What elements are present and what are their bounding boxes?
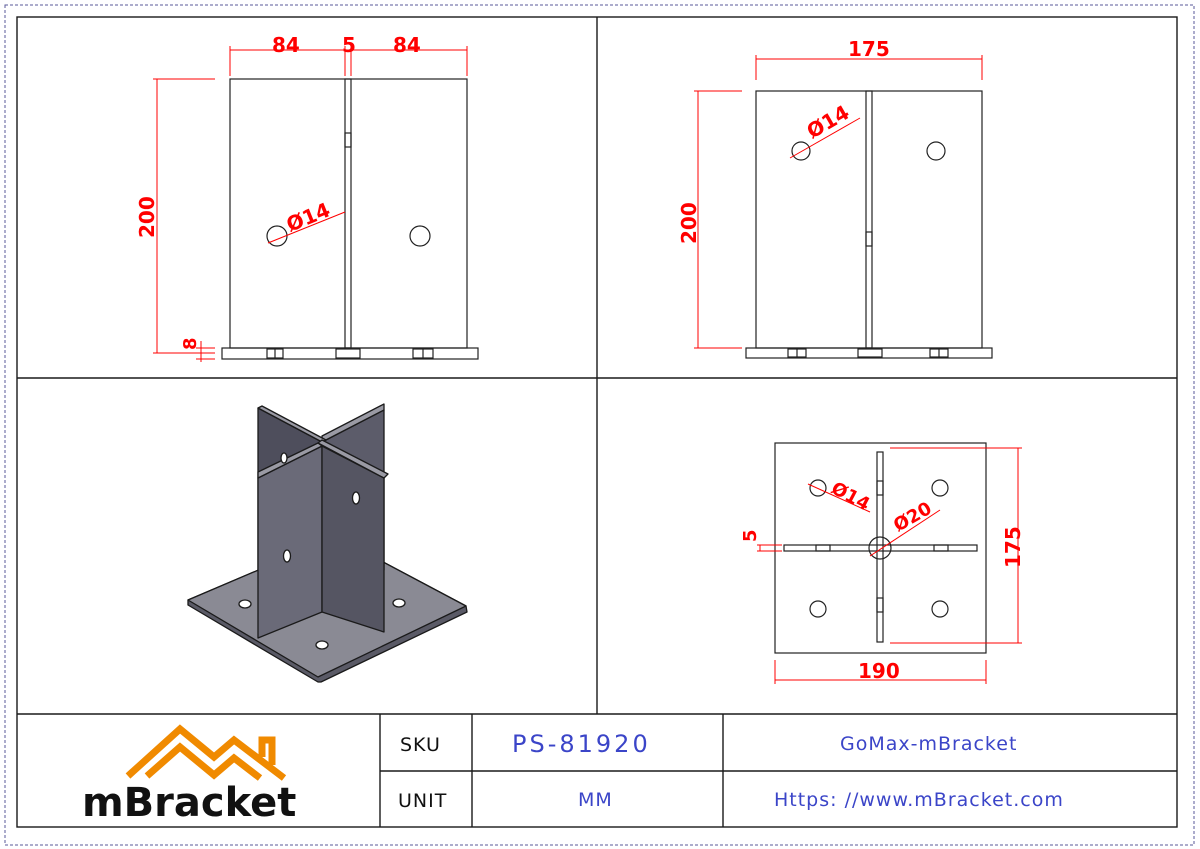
drawing-frame <box>16 16 1178 828</box>
website-url: Https: //www.mBracket.com <box>774 789 1064 811</box>
top-dim-hole-center: Ø20 <box>890 498 935 536</box>
side-view: 175 200 Ø14 <box>677 37 993 359</box>
top-view: Ø14 Ø20 5 175 190 <box>740 442 1025 684</box>
sku-value: PS-81920 <box>512 730 651 758</box>
sku-label: SKU <box>400 734 441 756</box>
top-dim-fin: 5 <box>740 529 761 542</box>
top-dim-width: 190 <box>858 659 900 683</box>
front-dim-left-plate: 84 <box>272 33 300 57</box>
front-dim-base: 8 <box>180 337 201 350</box>
logo-text: mBracket <box>82 780 296 826</box>
brand-name: GoMax-mBracket <box>840 733 1017 755</box>
unit-label: UNIT <box>398 790 447 812</box>
front-dim-gap: 5 <box>342 33 356 57</box>
side-dim-width: 175 <box>848 37 890 61</box>
front-dim-height: 200 <box>135 196 159 238</box>
side-dim-height: 200 <box>677 202 701 244</box>
front-dim-hole: Ø14 <box>283 198 334 237</box>
mbracket-logo <box>125 724 287 781</box>
unit-value: MM <box>578 789 613 811</box>
top-dim-depth: 175 <box>1001 526 1025 568</box>
isometric-view <box>187 403 468 683</box>
front-dim-right-plate: 84 <box>393 33 421 57</box>
title-block: mBracket SKU PS-81920 GoMax-mBracket UNI… <box>82 724 1064 826</box>
front-view: 84 5 84 200 8 Ø14 <box>135 33 479 362</box>
top-dim-hole-small: Ø14 <box>828 478 873 515</box>
